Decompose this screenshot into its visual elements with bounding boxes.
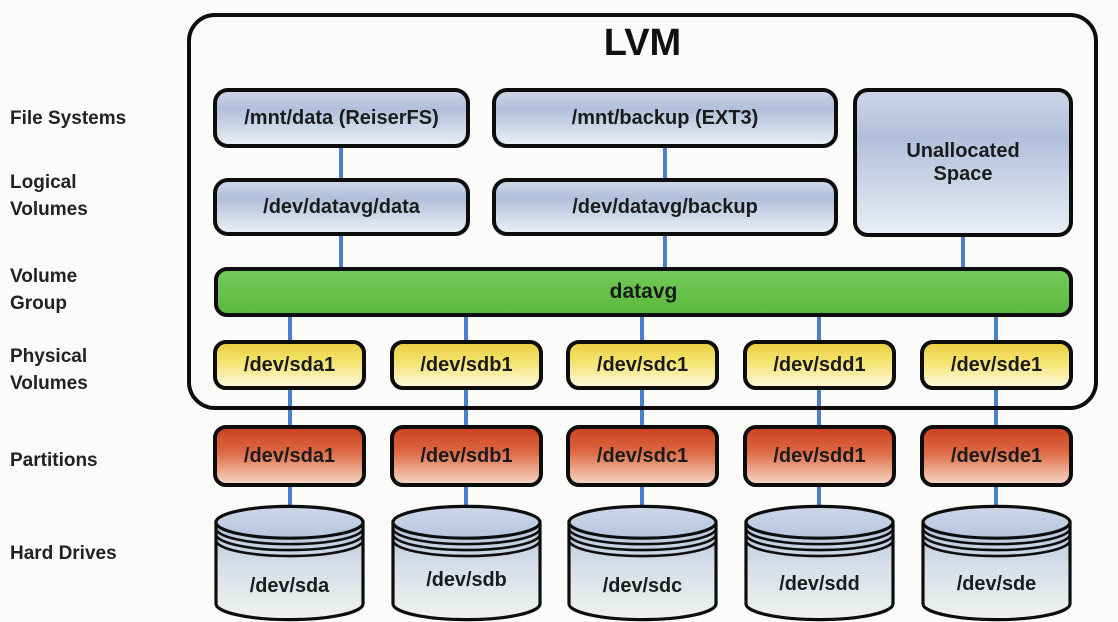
hard-drive-label: /dev/sde [957, 573, 1036, 595]
connector-part2-drive2 [464, 485, 468, 510]
connector-part1-drive1 [288, 485, 292, 510]
connector-fs1-lv1 [339, 146, 343, 180]
connector-fs2-lv2 [663, 146, 667, 180]
hard-drive-label: /dev/sdd [779, 573, 860, 595]
volume-group-bar: datavg [214, 267, 1073, 317]
partition-box: /dev/sda1 [213, 425, 366, 487]
partition-box: /dev/sdc1 [566, 425, 719, 487]
connector-pv1-part1 [288, 388, 292, 427]
row-label-volume-group: Volume Group [10, 266, 78, 314]
disk-platter-top [921, 504, 1072, 540]
hard-drive-cylinder: /dev/sda [214, 504, 365, 622]
filesystem-box-mnt-data: /mnt/data (ReiserFS) [213, 88, 470, 148]
connector-lv1-vg [339, 234, 343, 269]
connector-pv3-part3 [640, 388, 644, 427]
partition-box: /dev/sdd1 [743, 425, 896, 487]
connector-vg-pv3 [640, 315, 644, 342]
partition-box: /dev/sde1 [920, 425, 1073, 487]
row-label-physical-volumes: Physical Volumes [10, 346, 88, 394]
connector-part5-drive5 [994, 485, 998, 510]
physical-volume-box: /dev/sde1 [920, 340, 1073, 390]
hard-drive-label: /dev/sdc [603, 575, 682, 597]
disk-platter-top [567, 504, 718, 540]
row-label-logical-volumes: Logical Volumes [10, 172, 88, 220]
disk-platter-top [391, 504, 542, 540]
connector-part3-drive3 [640, 485, 644, 510]
connector-vg-pv1 [288, 315, 292, 342]
hard-drive-cylinder: /dev/sdb [391, 504, 542, 622]
disk-platter-top [744, 504, 895, 540]
connector-vg-pv5 [994, 315, 998, 342]
physical-volume-box: /dev/sdd1 [743, 340, 896, 390]
connector-pv2-part2 [464, 388, 468, 427]
hard-drive-cylinder: /dev/sdd [744, 504, 895, 622]
connector-vg-pv2 [464, 315, 468, 342]
connector-vg-pv4 [817, 315, 821, 342]
partition-box: /dev/sdb1 [390, 425, 543, 487]
connector-pv5-part5 [994, 388, 998, 427]
connector-part4-drive4 [817, 485, 821, 510]
hard-drive-cylinder: /dev/sde [921, 504, 1072, 622]
disk-platter-top [214, 504, 365, 540]
connector-pv4-part4 [817, 388, 821, 427]
hard-drive-label: /dev/sdb [426, 569, 507, 591]
logical-volume-box-data: /dev/datavg/data [213, 178, 470, 236]
row-label-partitions: Partitions [10, 450, 98, 471]
logical-volume-box-backup: /dev/datavg/backup [492, 178, 838, 236]
physical-volume-box: /dev/sdb1 [390, 340, 543, 390]
diagram-title: LVM [603, 22, 682, 64]
connector-lv2-vg [663, 234, 667, 269]
physical-volume-box: /dev/sda1 [213, 340, 366, 390]
row-label-hard-drives: Hard Drives [10, 543, 117, 564]
physical-volume-box: /dev/sdc1 [566, 340, 719, 390]
hard-drive-label: /dev/sda [250, 575, 330, 597]
unallocated-space-box: Unallocated Space [853, 88, 1073, 237]
row-label-file-systems: File Systems [10, 108, 127, 129]
filesystem-box-mnt-backup: /mnt/backup (EXT3) [492, 88, 838, 148]
connector-unallocated-vg [961, 235, 965, 269]
hard-drive-cylinder: /dev/sdc [567, 504, 718, 622]
